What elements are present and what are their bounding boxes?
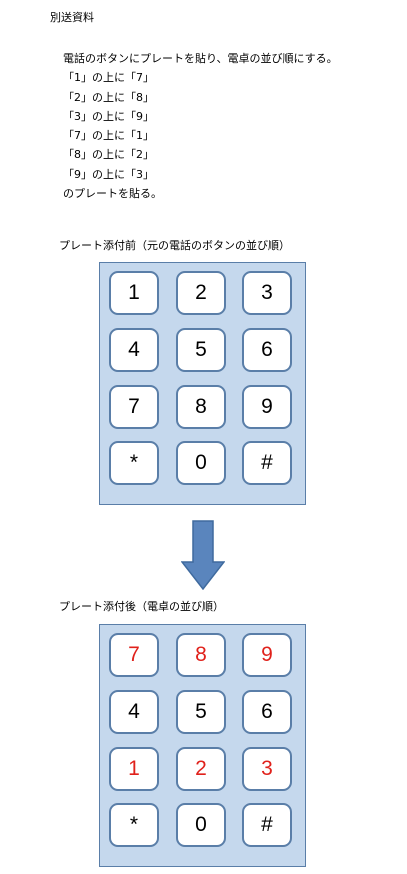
keypad-after-key: 6 bbox=[242, 690, 292, 734]
keypad-after-key: 4 bbox=[109, 690, 159, 734]
keypad-before-key: # bbox=[242, 441, 292, 485]
keypad-after-key: * bbox=[109, 803, 159, 847]
instruction-line: のプレートを貼る。 bbox=[63, 187, 162, 201]
keypad-after-key: 7 bbox=[109, 633, 159, 677]
keypad-after-key: 3 bbox=[242, 747, 292, 791]
keypad-after-key: 0 bbox=[176, 803, 226, 847]
caption-after: プレート添付後（電卓の並び順） bbox=[59, 600, 224, 613]
keypad-before-key: 0 bbox=[176, 441, 226, 485]
caption-before: プレート添付前（元の電話のボタンの並び順） bbox=[59, 239, 290, 252]
down-arrow-icon bbox=[181, 520, 225, 590]
keypad-before-key: 7 bbox=[109, 385, 159, 429]
instruction-line: 「3」の上に「9」 bbox=[63, 109, 154, 123]
keypad-before-key: 5 bbox=[176, 328, 226, 372]
document-title: 別送資料 bbox=[50, 11, 94, 24]
keypad-before-key: * bbox=[109, 441, 159, 485]
keypad-after-key: 8 bbox=[176, 633, 226, 677]
keypad-after-key: 2 bbox=[176, 747, 226, 791]
keypad-after-key: 9 bbox=[242, 633, 292, 677]
keypad-before: 1 2 3 4 5 6 7 8 9 * 0 # bbox=[99, 262, 306, 505]
keypad-before-key: 4 bbox=[109, 328, 159, 372]
instruction-line: 「9」の上に「3」 bbox=[63, 167, 154, 181]
keypad-before-key: 8 bbox=[176, 385, 226, 429]
instruction-line: 「7」の上に「1」 bbox=[63, 129, 154, 143]
keypad-after-key: # bbox=[242, 803, 292, 847]
instruction-line: 「8」の上に「2」 bbox=[63, 148, 154, 162]
keypad-after: 7 8 9 4 5 6 1 2 3 * 0 # bbox=[99, 624, 306, 867]
instruction-line: 「1」の上に「7」 bbox=[63, 71, 154, 85]
keypad-after-key: 5 bbox=[176, 690, 226, 734]
keypad-before-key: 1 bbox=[109, 271, 159, 315]
keypad-before-key: 6 bbox=[242, 328, 292, 372]
instruction-line: 電話のボタンにプレートを貼り、電卓の並び順にする。 bbox=[63, 52, 338, 65]
instructions-block: 電話のボタンにプレートを貼り、電卓の並び順にする。 「1」の上に「7」 「2」の… bbox=[63, 49, 338, 203]
keypad-before-key: 3 bbox=[242, 271, 292, 315]
keypad-after-key: 1 bbox=[109, 747, 159, 791]
keypad-before-key: 9 bbox=[242, 385, 292, 429]
instruction-line: 「2」の上に「8」 bbox=[63, 90, 154, 104]
keypad-before-key: 2 bbox=[176, 271, 226, 315]
